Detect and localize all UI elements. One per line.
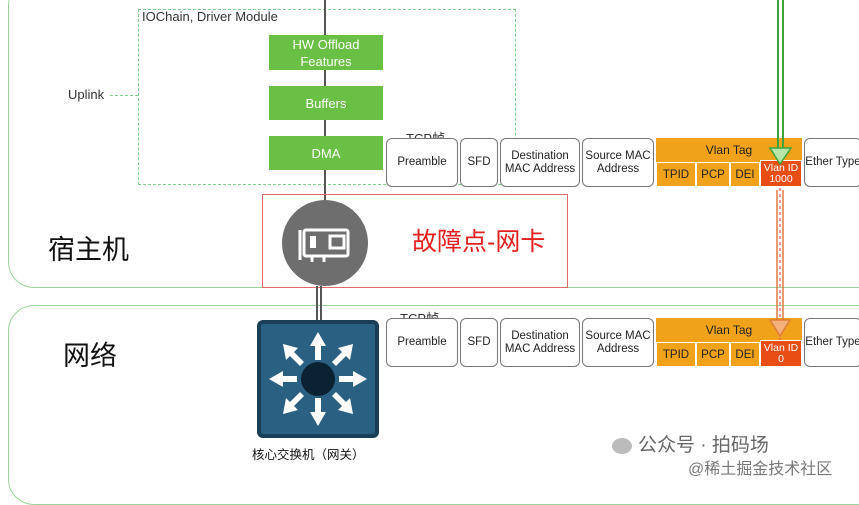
red-arrow-head [768, 319, 792, 338]
frame-field-sfd: SFD [460, 318, 498, 367]
vlan-tpid: TPID [656, 342, 696, 367]
vlan-tag-title: Vlan Tag [705, 323, 753, 337]
watermark-wechat: 公众号 · 拍码场 [612, 430, 769, 457]
vlan-pcp: PCP [696, 342, 730, 367]
green-arrow-head [768, 147, 793, 166]
dma-block: DMA [269, 136, 383, 170]
frame-field-src-mac: Source MAC Address [582, 138, 654, 187]
uplink-connector [110, 95, 138, 96]
wechat-icon [612, 437, 632, 454]
core-switch-label: 核心交换机（网关） [252, 448, 365, 462]
frame-field-preamble: Preamble [386, 138, 458, 187]
vlan-tpid: TPID [656, 162, 696, 187]
core-switch-icon [257, 320, 379, 438]
frame-field-ether-type: Ether Type [804, 138, 859, 187]
nic-icon [282, 200, 368, 286]
vlan-tag-title: Vlan Tag [705, 143, 753, 157]
fault-point-label: 故障点-网卡 [412, 228, 546, 256]
watermark-juejin: @稀土掘金技术社区 [688, 461, 833, 478]
vlan-pcp: PCP [696, 162, 730, 187]
frame-field-ether-type: Ether Type [804, 318, 859, 367]
vlan-dei: DEI [730, 342, 760, 367]
vlan-dei: DEI [730, 162, 760, 187]
host-label: 宿主机 [48, 235, 129, 265]
cable-line-right [320, 286, 322, 322]
ethernet-frame-top: Preamble SFD Destination MAC Address Sou… [386, 138, 859, 187]
network-label: 网络 [63, 341, 117, 371]
driver-module-box [138, 9, 516, 185]
cable-line-left [316, 286, 318, 322]
driver-module-title: IOChain, Driver Module [142, 9, 278, 24]
frame-field-preamble: Preamble [386, 318, 458, 367]
uplink-label: Uplink [68, 87, 105, 102]
vlan-id-top: Vlan ID 1000 [760, 160, 802, 187]
buffers-block: Buffers [269, 86, 383, 120]
frame-field-sfd: SFD [460, 138, 498, 187]
frame-field-dest-mac: Destination MAC Address [500, 138, 580, 187]
vlan-id-bottom: Vlan ID 0 [760, 340, 802, 367]
fault-point-box [262, 194, 568, 288]
hw-offload-block: HW Offload Features [269, 35, 383, 70]
frame-field-dest-mac: Destination MAC Address [500, 318, 580, 367]
vlan-arrows [768, 0, 793, 340]
frame-field-src-mac: Source MAC Address [582, 318, 654, 367]
